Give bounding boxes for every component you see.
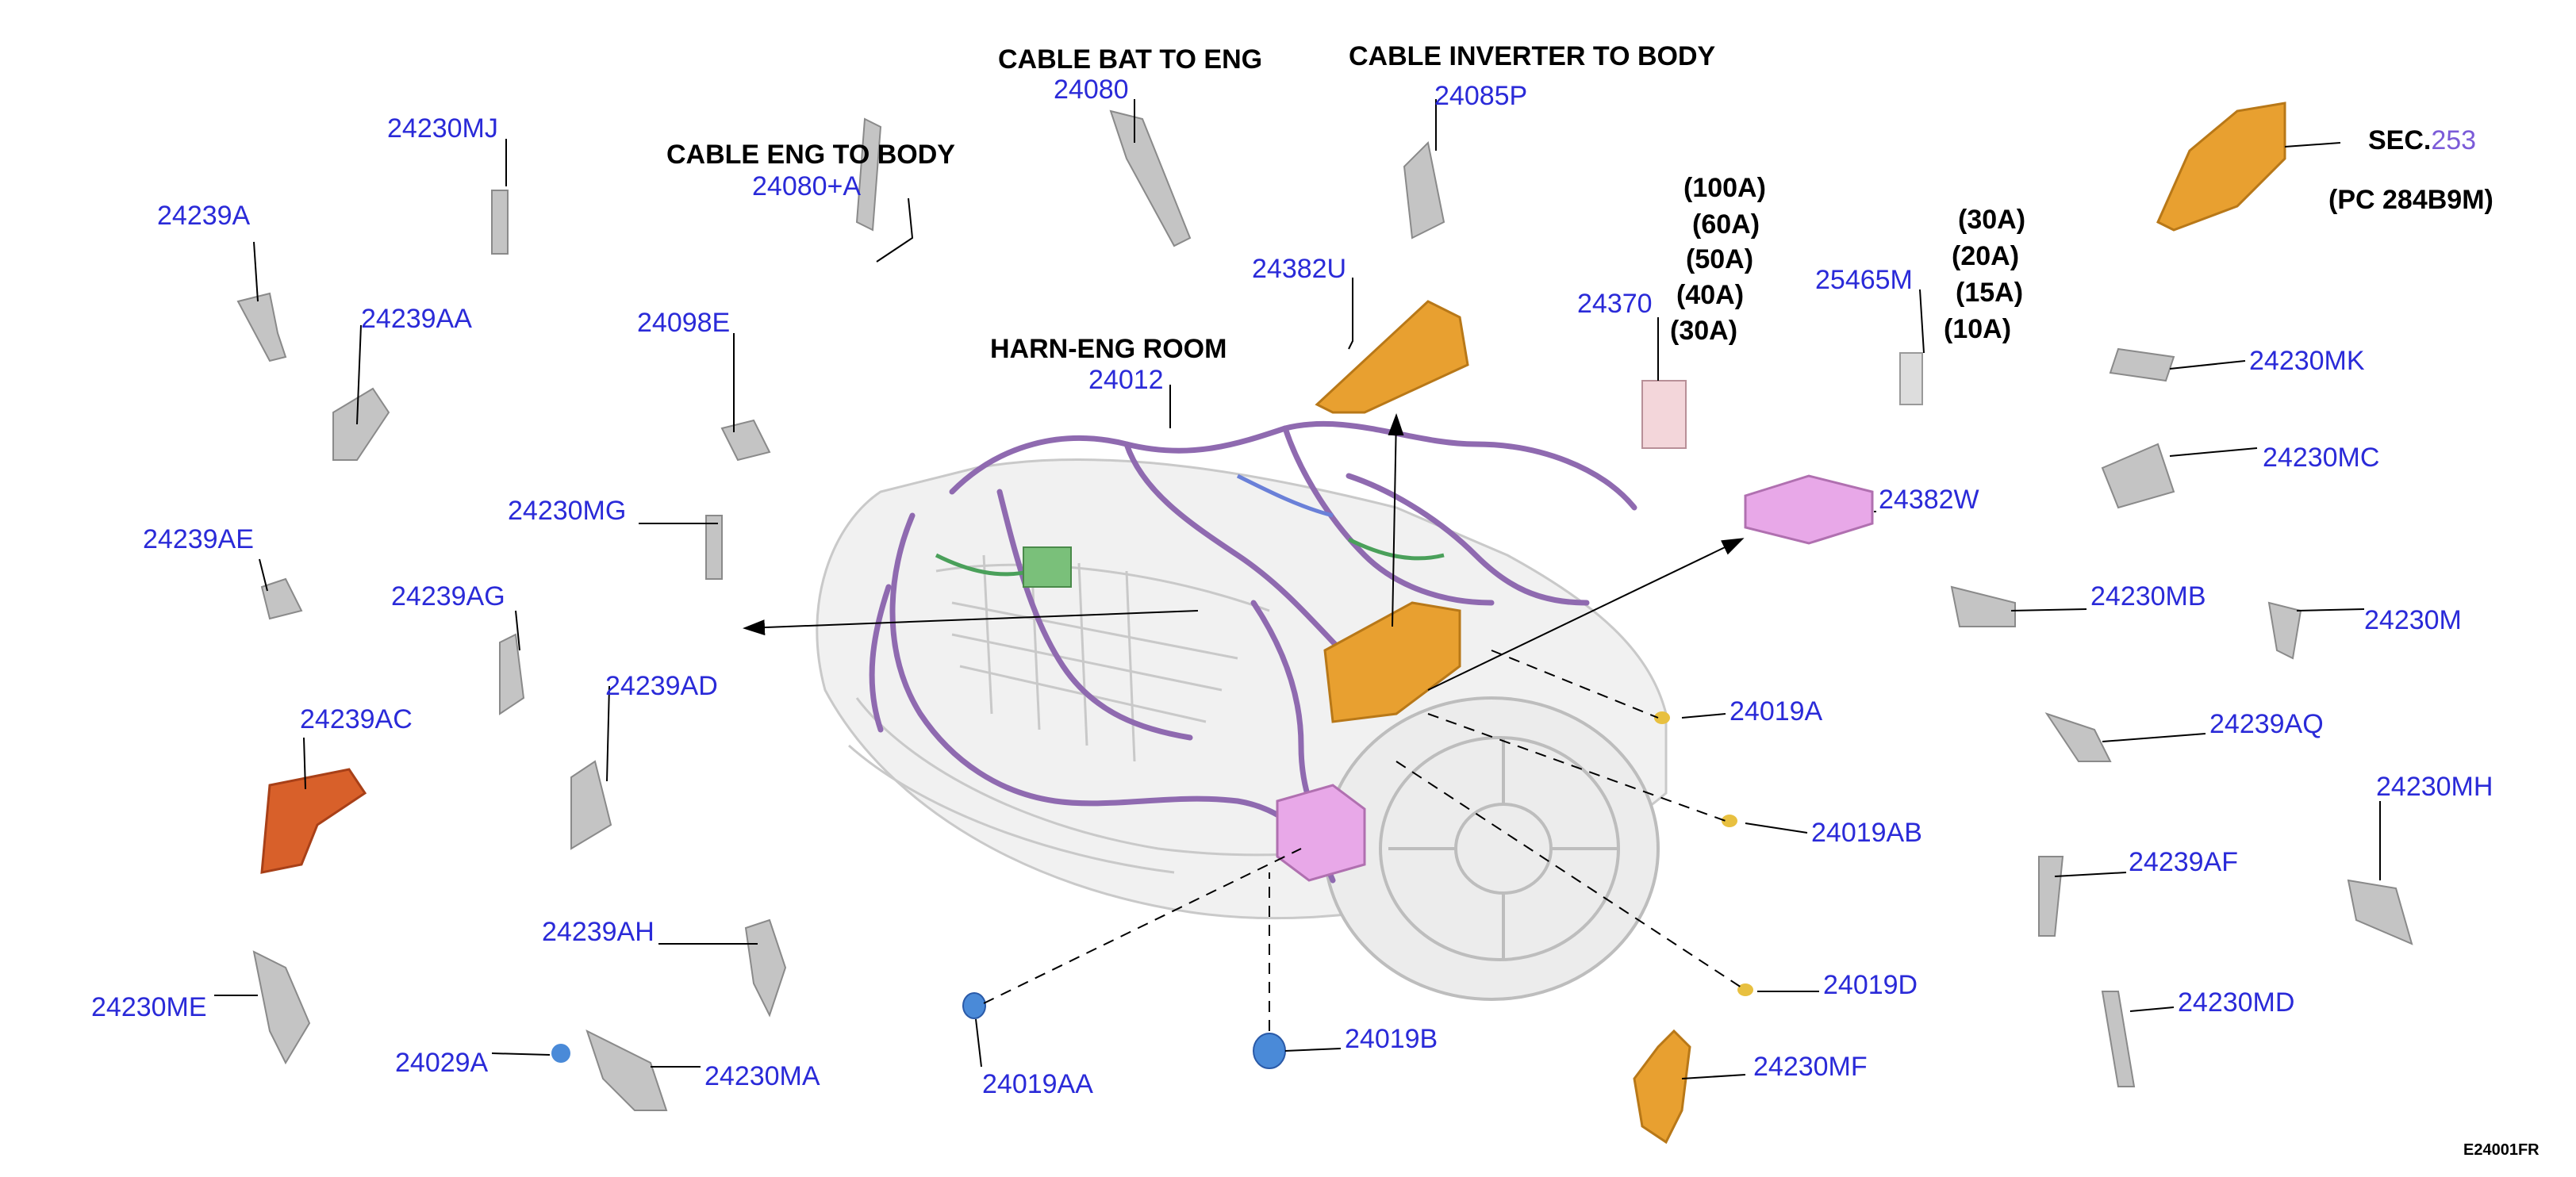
amp-24370-2: (50A) <box>1686 244 1754 274</box>
part-label-24098E[interactable]: 24098E <box>637 308 731 338</box>
arrows <box>743 413 1745 691</box>
part-label-24239AD[interactable]: 24239AD <box>605 671 718 701</box>
fuse-box-main <box>1323 601 1461 723</box>
caption-pc-ref: (PC 284B9M) <box>2328 185 2493 215</box>
part-24239AC <box>260 768 367 874</box>
part-24382W <box>1744 474 1874 545</box>
part-25465M <box>1899 352 1923 405</box>
part-label-24230MA[interactable]: 24230MA <box>704 1061 820 1091</box>
part-label-24370[interactable]: 24370 <box>1577 289 1653 319</box>
part-label-24230MK[interactable]: 24230MK <box>2249 346 2365 376</box>
part-label-24239AC[interactable]: 24239AC <box>300 704 413 734</box>
part-label-24019AB[interactable]: 24019AB <box>1811 818 1922 848</box>
part-label-24230MB[interactable]: 24230MB <box>2090 581 2206 612</box>
amp-24370-1: (60A) <box>1692 209 1760 240</box>
sec-number-link[interactable]: 253 <box>2431 125 2477 155</box>
part-24370 <box>1641 380 1687 449</box>
grommets <box>551 711 1753 1069</box>
amp-25465M-0: (30A) <box>1958 205 2026 235</box>
leader-lines <box>214 99 2381 1079</box>
amp-25465M-1: (20A) <box>1952 241 2020 271</box>
caption-cable-bat-to-eng: CABLE BAT TO ENG <box>998 44 1263 75</box>
part-24382U <box>1315 300 1469 414</box>
part-label-24080A[interactable]: 24080+A <box>752 171 862 201</box>
part-label-24230M[interactable]: 24230M <box>2364 605 2462 635</box>
amp-24370-3: (40A) <box>1676 280 1745 310</box>
part-label-24239AA[interactable]: 24239AA <box>361 304 472 334</box>
part-label-24239AQ[interactable]: 24239AQ <box>2209 709 2324 739</box>
part-label-24085P[interactable]: 24085P <box>1434 81 1528 111</box>
part-label-24019B[interactable]: 24019B <box>1345 1024 1438 1054</box>
green-component <box>1023 546 1072 588</box>
caption-sec: SEC.253 <box>2368 127 2476 154</box>
part-label-24239AE[interactable]: 24239AE <box>143 524 254 554</box>
part-label-24239AH[interactable]: 24239AH <box>542 917 655 947</box>
caption-cable-eng-to-body: CABLE ENG TO BODY <box>666 140 955 170</box>
part-label-24019A[interactable]: 24019A <box>1729 696 1823 727</box>
part-label-24230ME[interactable]: 24230ME <box>91 992 207 1022</box>
tire-ghost <box>1323 696 1660 1001</box>
amp-24370-4: (30A) <box>1670 316 1738 346</box>
part-label-24230MH[interactable]: 24230MH <box>2376 772 2493 802</box>
part-label-24080[interactable]: 24080 <box>1054 75 1129 105</box>
part-label-24019D[interactable]: 24019D <box>1823 970 1918 1000</box>
amp-24370-0: (100A) <box>1683 173 1766 203</box>
amp-25465M-2: (15A) <box>1956 278 2024 308</box>
pink-box-harness <box>1276 784 1366 882</box>
gray-brackets <box>236 109 2413 1111</box>
part-label-24239A[interactable]: 24239A <box>157 201 251 231</box>
part-label-24230MD[interactable]: 24230MD <box>2178 987 2295 1018</box>
part-label-24230MF[interactable]: 24230MF <box>1753 1052 1868 1082</box>
part-label-24230MJ[interactable]: 24230MJ <box>387 113 498 144</box>
part-label-24230MC[interactable]: 24230MC <box>2263 443 2380 473</box>
part-label-24382W[interactable]: 24382W <box>1879 485 1979 515</box>
amp-25465M-3: (10A) <box>1944 314 2012 344</box>
part-label-24239AF[interactable]: 24239AF <box>2129 847 2238 877</box>
part-label-24239AG[interactable]: 24239AG <box>391 581 505 612</box>
part-label-24029A[interactable]: 24029A <box>395 1048 489 1078</box>
part-label-24230MG[interactable]: 24230MG <box>508 496 627 526</box>
figure-code: E24001FR <box>2463 1141 2540 1159</box>
caption-harn-eng-room: HARN-ENG ROOM <box>990 334 1227 364</box>
dashed-leaders <box>983 650 1742 1031</box>
part-24230MF <box>1633 1029 1691 1144</box>
part-label-24019AA[interactable]: 24019AA <box>982 1069 1093 1099</box>
part-label-24012[interactable]: 24012 <box>1088 365 1164 395</box>
harness-eng-room <box>869 420 1637 884</box>
part-label-25465M[interactable]: 25465M <box>1815 265 1913 295</box>
part-sec253 <box>2156 102 2286 232</box>
harness-accents <box>935 473 1445 577</box>
sec-prefix: SEC. <box>2368 125 2432 155</box>
caption-cable-inverter-to-body: CABLE INVERTER TO BODY <box>1349 41 1716 71</box>
part-label-24382U[interactable]: 24382U <box>1252 254 1347 284</box>
